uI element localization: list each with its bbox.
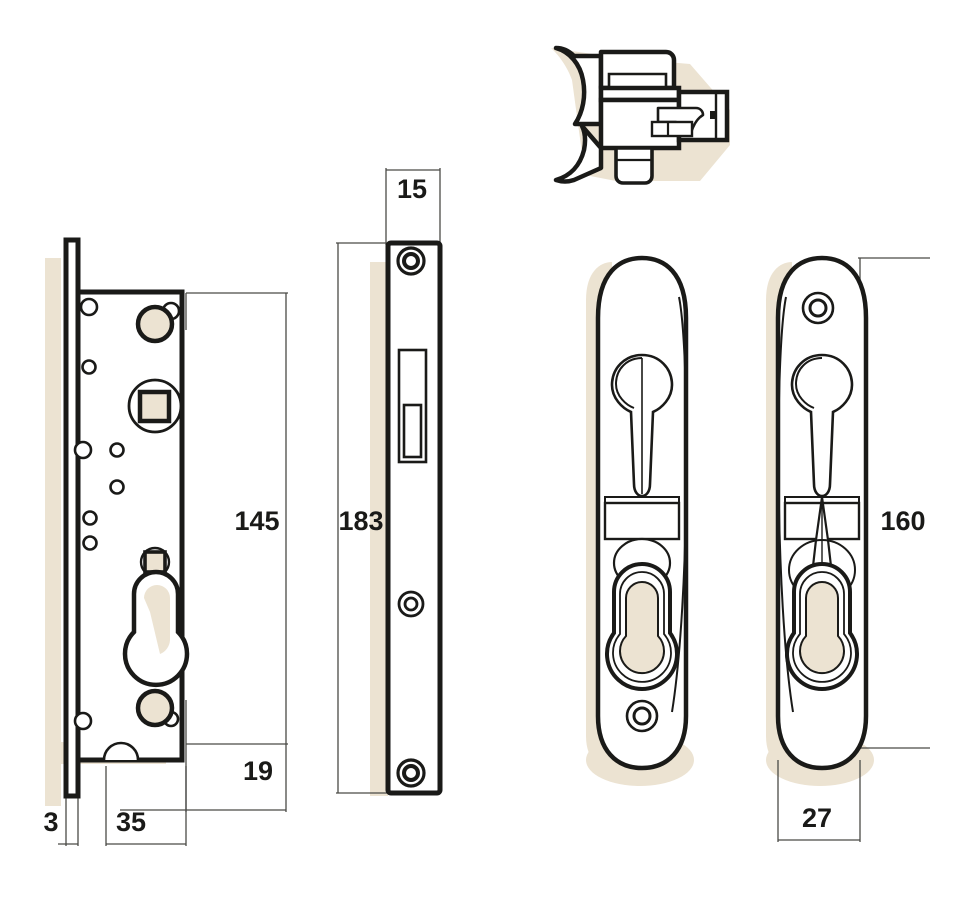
dimension-labels: 145 183 15 19 35 3 160 27	[43, 174, 925, 837]
dimension-label-145: 145	[234, 506, 279, 536]
faceplate-latch-slot-inner	[402, 403, 423, 459]
lock-keyhole-highlight	[144, 585, 170, 654]
faceplate-screw-hole-top-inner	[402, 252, 420, 270]
dimension-label-19: 19	[243, 756, 273, 786]
dimension-label-15: 15	[397, 174, 427, 204]
handle-front-lever-inner-arc	[614, 357, 643, 409]
lock-bottom-notch	[102, 741, 140, 761]
faceplate-outline	[385, 240, 443, 796]
detail-upper-hook	[553, 45, 604, 127]
dimension-label-27: 27	[802, 803, 832, 833]
lock-faceplate-lip	[63, 237, 81, 799]
lock-cam-hole-upper	[135, 304, 175, 344]
detail-extension-notch	[710, 111, 717, 119]
handle-rear-cylinder-shadow	[800, 582, 845, 674]
view-faceplate	[385, 240, 443, 796]
view-handle-front	[595, 255, 689, 771]
detail-bottom-stud	[614, 146, 654, 185]
faceplate-screw-hole-mid-inner	[403, 596, 419, 612]
lock-upper-stud-square	[143, 550, 167, 574]
detail-inner-latch-base	[650, 120, 694, 138]
handle-front-screw-inner	[632, 706, 652, 726]
view-handle-rear	[775, 255, 869, 771]
view-lock-body	[63, 237, 190, 799]
handle-rear-cylinder-hole	[799, 581, 845, 675]
handle-front-cylinder-shadow	[620, 582, 664, 674]
faceplate-screw-hole-bottom-inner	[402, 764, 420, 782]
dimension-label-35: 35	[116, 807, 146, 837]
lock-cam-hole-lower	[135, 688, 175, 728]
dimension-label-3: 3	[43, 807, 58, 837]
handle-front-cylinder-hole	[619, 581, 665, 675]
handle-rear-lever-inner-arc	[794, 357, 823, 409]
lock-spindle-square-hole	[137, 389, 172, 424]
handle-front-escutcheon	[603, 501, 681, 541]
detail-lower-hook	[553, 123, 604, 184]
dimension-label-160: 160	[880, 506, 925, 536]
dimension-label-183: 183	[338, 506, 383, 536]
view-mechanism-detail	[553, 45, 730, 185]
handle-rear-screw-inner	[808, 298, 828, 318]
